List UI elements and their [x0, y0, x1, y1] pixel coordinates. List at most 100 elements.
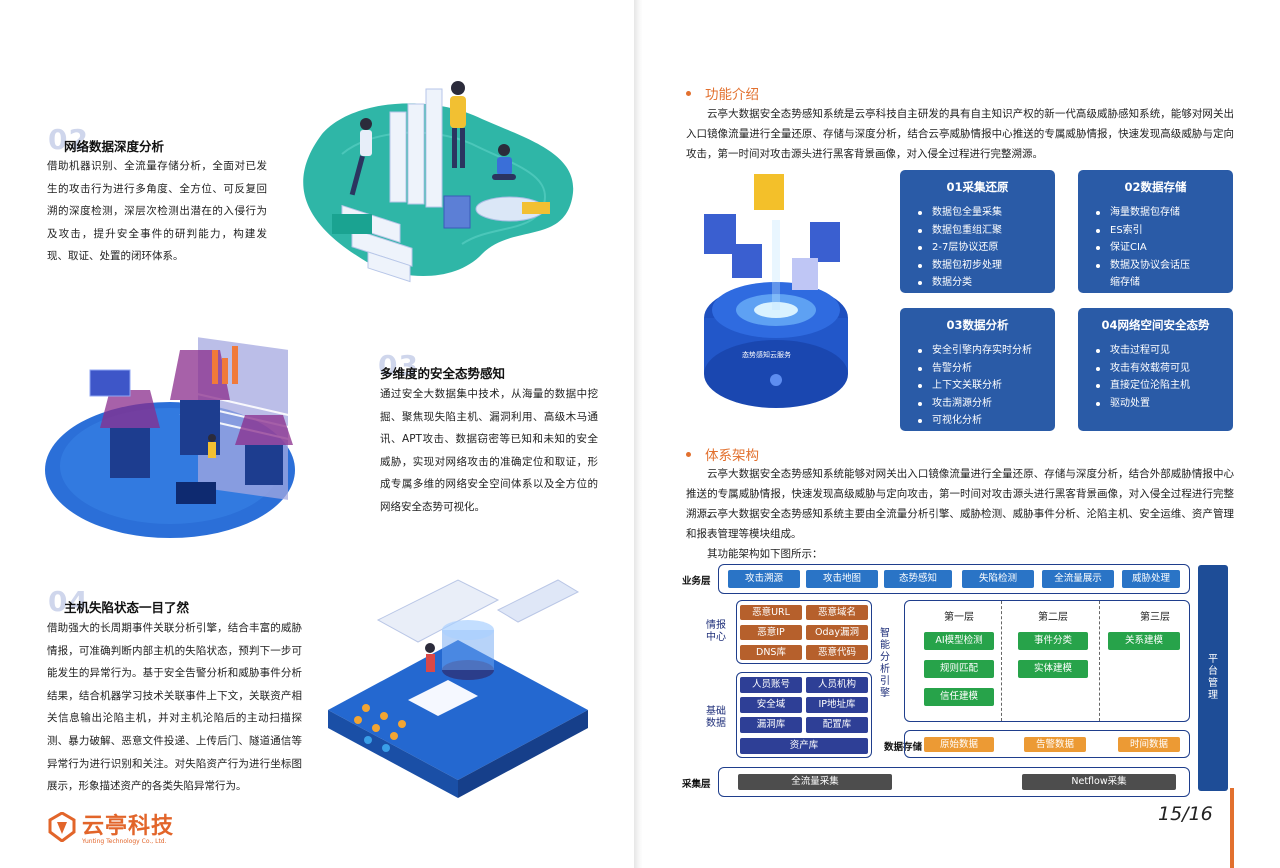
- page-number: 15/16: [1158, 803, 1213, 825]
- business-item: 态势感知: [884, 570, 952, 588]
- intel-item: 恶意域名: [806, 605, 868, 620]
- function-heading: 功能介绍: [686, 83, 759, 103]
- layer-divider: [1099, 601, 1100, 721]
- feature-box-storage: 02数据存储 海量数据包存储 ES索引 保证CIA 数据及协议会话压缩存储: [1078, 170, 1233, 293]
- left-page: 02 网络数据深度分析 借助机器识别、全流量存储分析，全面对已发生的攻击行为进行…: [0, 0, 636, 868]
- layer-header: 第三层: [1140, 612, 1170, 623]
- feature-box-title: 02数据存储: [1124, 180, 1187, 194]
- business-item: 失陷检测: [962, 570, 1034, 588]
- feature-item: 直接定位沦陷主机: [1096, 377, 1233, 395]
- base-data-label-text: 基础数据: [706, 706, 726, 729]
- engine-item: 规则匹配: [924, 660, 994, 678]
- feature-item: 数据包初步处理: [918, 257, 1055, 275]
- base-item: 人员账号: [740, 677, 802, 693]
- intel-item: 恶意代码: [806, 645, 868, 660]
- storage-frame: [904, 730, 1190, 758]
- feature-item: 可视化分析: [918, 412, 1055, 430]
- intel-item: DNS库: [740, 645, 802, 660]
- feature-item: 驱动处置: [1096, 395, 1233, 413]
- feature-item: 数据分类: [918, 274, 1055, 292]
- engine-label-text: 智能分析引擎: [880, 628, 890, 699]
- storage-item: 原始数据: [924, 737, 994, 752]
- page-spine: [634, 0, 644, 868]
- feature-item: 攻击过程可见: [1096, 342, 1233, 360]
- collect-item: Netflow采集: [1022, 774, 1176, 790]
- intel-item: Oday漏洞: [806, 625, 868, 640]
- device-illustration: [704, 174, 848, 408]
- engine-item: 信任建模: [924, 688, 994, 706]
- layer-header: 第二层: [1038, 612, 1068, 623]
- base-data-label: 基础数据: [704, 706, 728, 730]
- feature-item: 保证CIA: [1096, 239, 1233, 257]
- feature-item: 安全引擎内存实时分析: [918, 342, 1055, 360]
- business-layer-label: 业务层: [682, 576, 711, 587]
- engine-frame: [904, 600, 1190, 722]
- base-item: 人员机构: [806, 677, 868, 693]
- feature-item: 数据包全量采集: [918, 204, 1055, 222]
- engine-item: AI模型检测: [924, 632, 994, 650]
- base-item: 资产库: [740, 738, 868, 754]
- intel-center-label-text: 情报中心: [706, 620, 726, 643]
- engine-item: 事件分类: [1018, 632, 1088, 650]
- feature-box-situation: 04网络空间安全态势 攻击过程可见 攻击有效载荷可见 直接定位沦陷主机 驱动处置: [1078, 308, 1233, 431]
- base-data-frame: [736, 672, 872, 758]
- feature-box-title: 03数据分析: [946, 318, 1009, 332]
- logo-shield-icon: [48, 812, 76, 842]
- architecture-heading: 体系架构: [686, 444, 759, 464]
- engine-item: 实体建模: [1018, 660, 1088, 678]
- feature-item: 2-7层协议还原: [918, 239, 1055, 257]
- feature-item: 攻击溯源分析: [918, 395, 1055, 413]
- bullet-icon: [686, 90, 691, 96]
- section-situation-awareness: 03 多维度的安全态势感知 通过安全大数据集中技术，从海量的数据中挖掘、聚焦现失…: [0, 0, 636, 520]
- collect-layer-label: 采集层: [682, 779, 711, 790]
- section-title: 网络数据深度分析: [64, 139, 165, 154]
- feature-item: 上下文关联分析: [918, 377, 1055, 395]
- platform-label: 平台管理: [1208, 654, 1218, 701]
- feature-box-collect: 01采集还原 数据包全量采集 数据包重组汇聚 2-7层协议还原 数据包初步处理 …: [900, 170, 1055, 293]
- section-number: 04: [48, 585, 89, 618]
- base-item: 安全域: [740, 697, 802, 713]
- collect-item: 全流量采集: [738, 774, 892, 790]
- layer-divider: [1001, 601, 1002, 721]
- logo-subtitle: Yunting Technology Co., Ltd.: [82, 838, 167, 845]
- platform-management: 平台管理: [1198, 565, 1228, 791]
- feature-box-title: 04网络空间安全态势: [1101, 318, 1210, 332]
- feature-item: 数据及协议会话压缩存储: [1096, 257, 1190, 292]
- collect-layer-frame: [718, 767, 1190, 797]
- section-title: 主机失陷状态一目了然: [64, 600, 190, 615]
- architecture-para-3: 其功能架构如下图所示：: [707, 548, 823, 560]
- architecture-diagram: 业务层 攻击溯源 攻击地图 态势感知 失陷检测 全流量展示 威胁处理 情报中心 …: [682, 562, 1238, 800]
- bullet-icon: [686, 451, 691, 457]
- feature-item: 数据包重组汇聚: [918, 222, 1055, 240]
- section-number: 02: [48, 123, 89, 156]
- feature-item: 攻击有效载荷可见: [1096, 360, 1233, 378]
- situation-awareness-illustration: [45, 337, 311, 538]
- storage-label: 数据存储: [884, 742, 923, 753]
- business-item: 威胁处理: [1122, 570, 1180, 588]
- architecture-para-1: 云亭大数据安全态势感知系统能够对网关出入口镜像流量进行全量还原、存储与深度分析，…: [686, 468, 1234, 520]
- feature-item: 告警分析: [918, 360, 1055, 378]
- business-item: 全流量展示: [1042, 570, 1114, 588]
- section-network-analysis: 02 网络数据深度分析 借助机器识别、全流量存储分析，全面对已发生的攻击行为进行…: [0, 0, 300, 270]
- feature-box-analysis: 03数据分析 安全引擎内存实时分析 告警分析 上下文关联分析 攻击溯源分析 可视…: [900, 308, 1055, 431]
- business-item: 攻击地图: [806, 570, 878, 588]
- storage-item: 告警数据: [1024, 737, 1086, 752]
- host-compromise-illustration: [328, 579, 588, 798]
- device-label: 态势感知云服务: [742, 351, 791, 359]
- section-body: 借助强大的长周期事件关联分析引擎，结合丰富的威胁情报，可准确判断内部主机的失陷状…: [47, 622, 302, 793]
- section-body: 通过安全大数据集中技术，从海量的数据中挖掘、聚焦现失陷主机、漏洞利用、高级木马通…: [380, 388, 598, 513]
- function-intro: 云亭大数据安全态势感知系统是云亭科技自主研发的具有自主知识产权的新一代高级威胁感…: [686, 108, 1234, 160]
- feature-box-title: 01采集还原: [946, 180, 1009, 194]
- layer-header: 第一层: [944, 612, 974, 623]
- base-item: 配置库: [806, 717, 868, 733]
- architecture-heading-text: 体系架构: [705, 448, 759, 464]
- feature-item: ES索引: [1096, 222, 1233, 240]
- intel-item: 恶意IP: [740, 625, 802, 640]
- engine-label: 智能分析引擎: [878, 628, 892, 700]
- company-logo: 云亭科技 Yunting Technology Co., Ltd.: [48, 812, 174, 845]
- section-body: 借助机器识别、全流量存储分析，全面对已发生的攻击行为进行多角度、全方位、可反复回…: [47, 160, 267, 263]
- section-title: 多维度的安全态势感知: [380, 366, 506, 381]
- intel-center-label: 情报中心: [704, 620, 728, 644]
- business-layer-frame: [718, 564, 1190, 594]
- base-item: IP地址库: [806, 697, 868, 713]
